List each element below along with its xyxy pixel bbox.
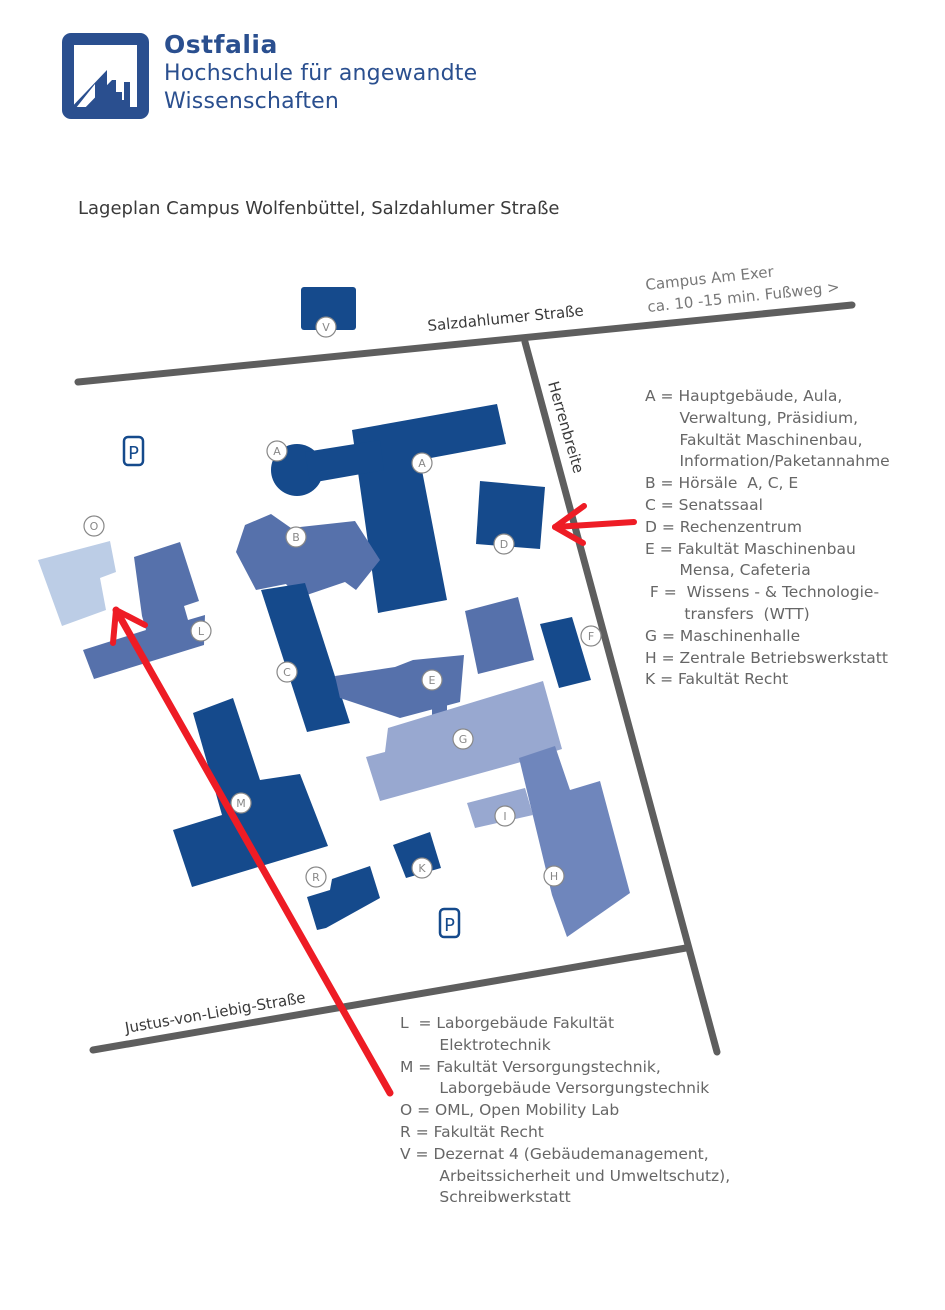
building-b — [236, 514, 380, 598]
legend-entry: E = Fakultät Maschinenbau — [645, 539, 856, 558]
legend-entry: D = Rechenzentrum — [645, 517, 802, 536]
building-a-main — [352, 404, 506, 613]
marker-a1: A — [266, 440, 288, 462]
marker-d: D — [493, 533, 515, 555]
building-markers: V A A B D O L F C E G M I K H R — [83, 316, 602, 888]
legend-entry: C = Senatssaal — [645, 495, 763, 514]
building-r — [307, 866, 380, 930]
street-label-salzdahlumer: Salzdahlumer Straße — [427, 301, 585, 334]
svg-text:O: O — [90, 520, 99, 533]
legend-entry: Arbeitssicherheit und Umweltschutz), — [400, 1166, 731, 1185]
svg-text:R: R — [312, 871, 320, 884]
legend-entry: A = Hauptgebäude, Aula, — [645, 387, 843, 405]
roads — [74, 301, 856, 1056]
building-o — [38, 541, 116, 626]
marker-v: V — [315, 316, 337, 338]
svg-text:A: A — [273, 445, 281, 458]
svg-text:I: I — [503, 810, 506, 823]
marker-a2: A — [411, 452, 433, 474]
marker-k: K — [411, 857, 433, 879]
legend-entry: Elektrotechnik — [400, 1035, 551, 1054]
parking-icons: P P — [122, 435, 461, 939]
svg-text:L: L — [198, 625, 205, 638]
svg-text:F: F — [588, 630, 594, 643]
legend-entry: Laborgebäude Versorgungstechnik — [400, 1079, 710, 1098]
building-m — [173, 698, 328, 887]
marker-l: L — [190, 620, 212, 642]
legend-entry: R = Fakultät Recht — [400, 1122, 544, 1141]
parking-north-label: P — [128, 443, 139, 464]
legend-entry: B = Hörsäle A, C, E — [645, 474, 799, 493]
marker-c: C — [276, 661, 298, 683]
marker-r: R — [305, 866, 327, 888]
red-arrows — [110, 503, 637, 1097]
building-d — [476, 481, 545, 549]
logo-line-1: Hochschule für angewandte — [164, 61, 478, 86]
building-f — [540, 617, 591, 688]
legend-entry: V = Dezernat 4 (Gebäudemanagement, — [400, 1144, 709, 1163]
building-e-wing — [465, 597, 534, 674]
marker-b: B — [285, 526, 307, 548]
svg-text:D: D — [500, 538, 508, 551]
building-v — [301, 287, 356, 330]
road-herrenbreite — [521, 338, 721, 1056]
svg-text:C: C — [283, 666, 291, 679]
legend-entry: K = Fakultät Recht — [645, 670, 789, 689]
legend-entry: L = Laborgebäude Fakultät — [400, 1014, 615, 1032]
road-salzdahlumer — [74, 301, 856, 386]
marker-g: G — [452, 728, 474, 750]
svg-text:K: K — [418, 862, 426, 875]
legend-top: A = Hauptgebäude, Aula, Verwaltung, Präs… — [645, 386, 890, 691]
building-h — [519, 746, 630, 937]
ostfalia-logo-text: Ostfalia Hochschule für angewandte Wisse… — [164, 30, 477, 116]
building-c — [261, 583, 350, 732]
legend-entry: M = Fakultät Versorgungstechnik, — [400, 1057, 661, 1076]
svg-text:V: V — [322, 321, 330, 334]
svg-text:G: G — [459, 733, 468, 746]
legend-entry: Verwaltung, Präsidium, — [645, 408, 859, 427]
legend-entry: Information/Paketannahme — [645, 452, 890, 471]
legend-entry: O = OML, Open Mobility Lab — [400, 1101, 620, 1120]
svg-text:M: M — [236, 797, 246, 810]
ostfalia-logo-icon — [62, 33, 149, 119]
legend-entry: transfers (WTT) — [645, 604, 810, 623]
logo-line-2: Wissenschaften — [164, 89, 340, 114]
marker-m: M — [230, 792, 252, 814]
parking-south-label: P — [444, 915, 455, 936]
svg-text:H: H — [550, 870, 558, 883]
parking-south — [438, 907, 461, 939]
legend-entry: G = Maschinenhalle — [645, 626, 801, 645]
legend-entry: F = Wissens - & Technologie- — [645, 583, 880, 602]
svg-text:A: A — [418, 457, 426, 470]
marker-e: E — [421, 669, 443, 691]
legend-entry: Fakultät Maschinenbau, — [645, 430, 863, 449]
svg-text:E: E — [429, 674, 436, 687]
legend-entry: H = Zentrale Betriebswerkstatt — [645, 648, 888, 667]
parking-north — [122, 435, 145, 467]
marker-o: O — [83, 515, 105, 537]
legend-entry: Mensa, Cafeteria — [645, 561, 811, 580]
marker-i: I — [494, 805, 516, 827]
arrow-to-o-icon — [110, 606, 394, 1097]
legend-bottom: L = Laborgebäude Fakultät Elektrotechnik… — [400, 1013, 730, 1209]
road-justus — [89, 944, 690, 1054]
arrow-to-d-icon — [552, 503, 637, 546]
svg-text:B: B — [292, 531, 300, 544]
marker-f: F — [580, 625, 602, 647]
legend-entry: Schreibwerkstatt — [400, 1188, 571, 1207]
marker-h: H — [543, 865, 565, 887]
buildings — [38, 287, 630, 937]
map-title: Lageplan Campus Wolfenbüttel, Salzdahlum… — [78, 198, 560, 219]
logo-name: Ostfalia — [164, 30, 278, 59]
